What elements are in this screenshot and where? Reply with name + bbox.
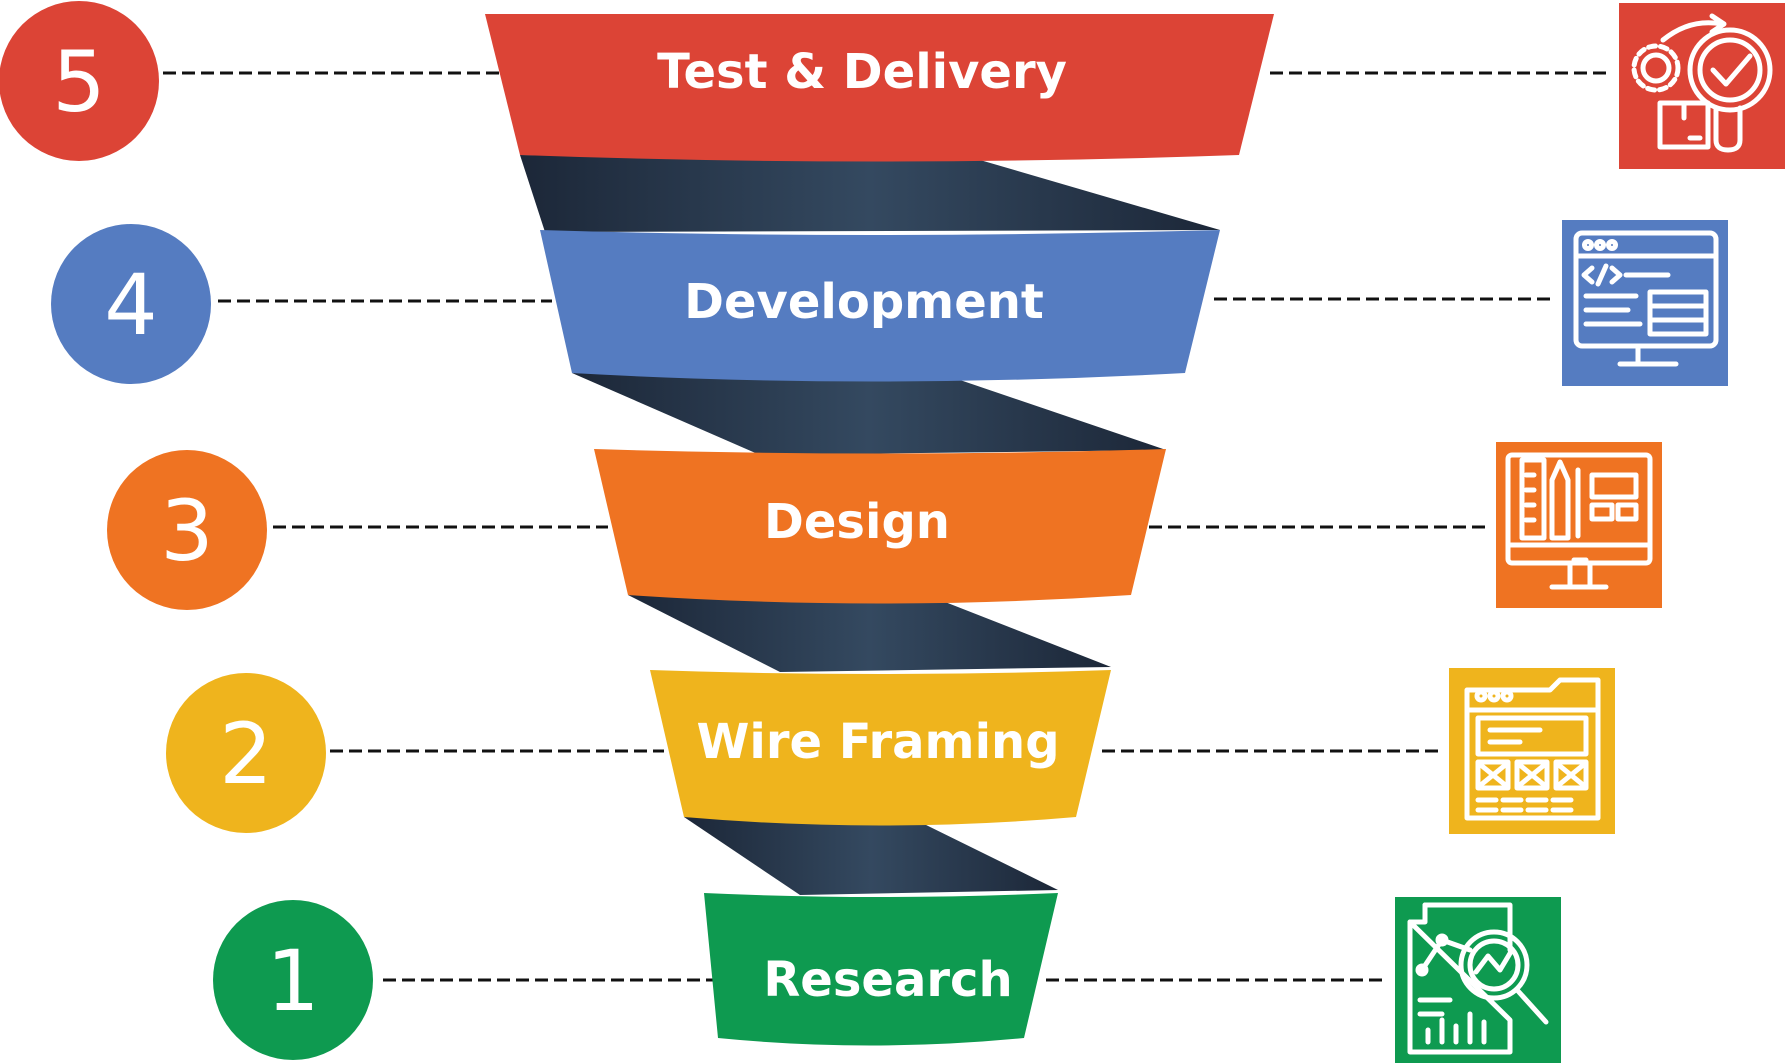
- leader-lines: [163, 71, 1612, 982]
- stage-label-4: Development: [684, 274, 1044, 330]
- number-1: 1: [266, 932, 319, 1030]
- stage-label-2: Wire Framing: [696, 714, 1059, 770]
- stage-number-circles: 5 4 3 2 1: [0, 1, 373, 1060]
- band-design: [594, 449, 1166, 604]
- band-labels: Test & Delivery Development Design Wire …: [657, 44, 1067, 1008]
- research-analytics-icon: [1395, 897, 1561, 1063]
- number-circle-2: [166, 673, 326, 833]
- stage-label-5: Test & Delivery: [657, 44, 1067, 100]
- wireframe-layout-icon: [1449, 668, 1615, 834]
- band-test-delivery: [485, 14, 1274, 162]
- number-circle-1: [213, 900, 373, 1060]
- design-monitor-icon: [1496, 442, 1662, 608]
- number-2: 2: [219, 705, 272, 803]
- stage-label-3: Design: [764, 494, 950, 550]
- connector-3-2: [628, 595, 1111, 672]
- funnel-bands: [485, 14, 1274, 1046]
- number-circle-4: [51, 224, 211, 384]
- band-development: [540, 230, 1220, 382]
- band-wire-framing: [650, 670, 1111, 826]
- stage-label-1: Research: [763, 952, 1012, 1008]
- connector-4-3: [572, 373, 1166, 455]
- number-4: 4: [104, 256, 157, 354]
- number-5: 5: [52, 33, 105, 131]
- test-delivery-icon: [1619, 3, 1785, 169]
- funnel-connectors: [520, 155, 1220, 895]
- number-circle-5: [0, 1, 159, 161]
- code-window-icon: [1562, 220, 1728, 386]
- band-research: [704, 893, 1058, 1046]
- number-3: 3: [160, 482, 213, 580]
- connector-5-4: [520, 155, 1220, 232]
- stage-icons: [1395, 3, 1785, 1063]
- number-circle-3: [107, 450, 267, 610]
- connector-2-1: [684, 817, 1058, 895]
